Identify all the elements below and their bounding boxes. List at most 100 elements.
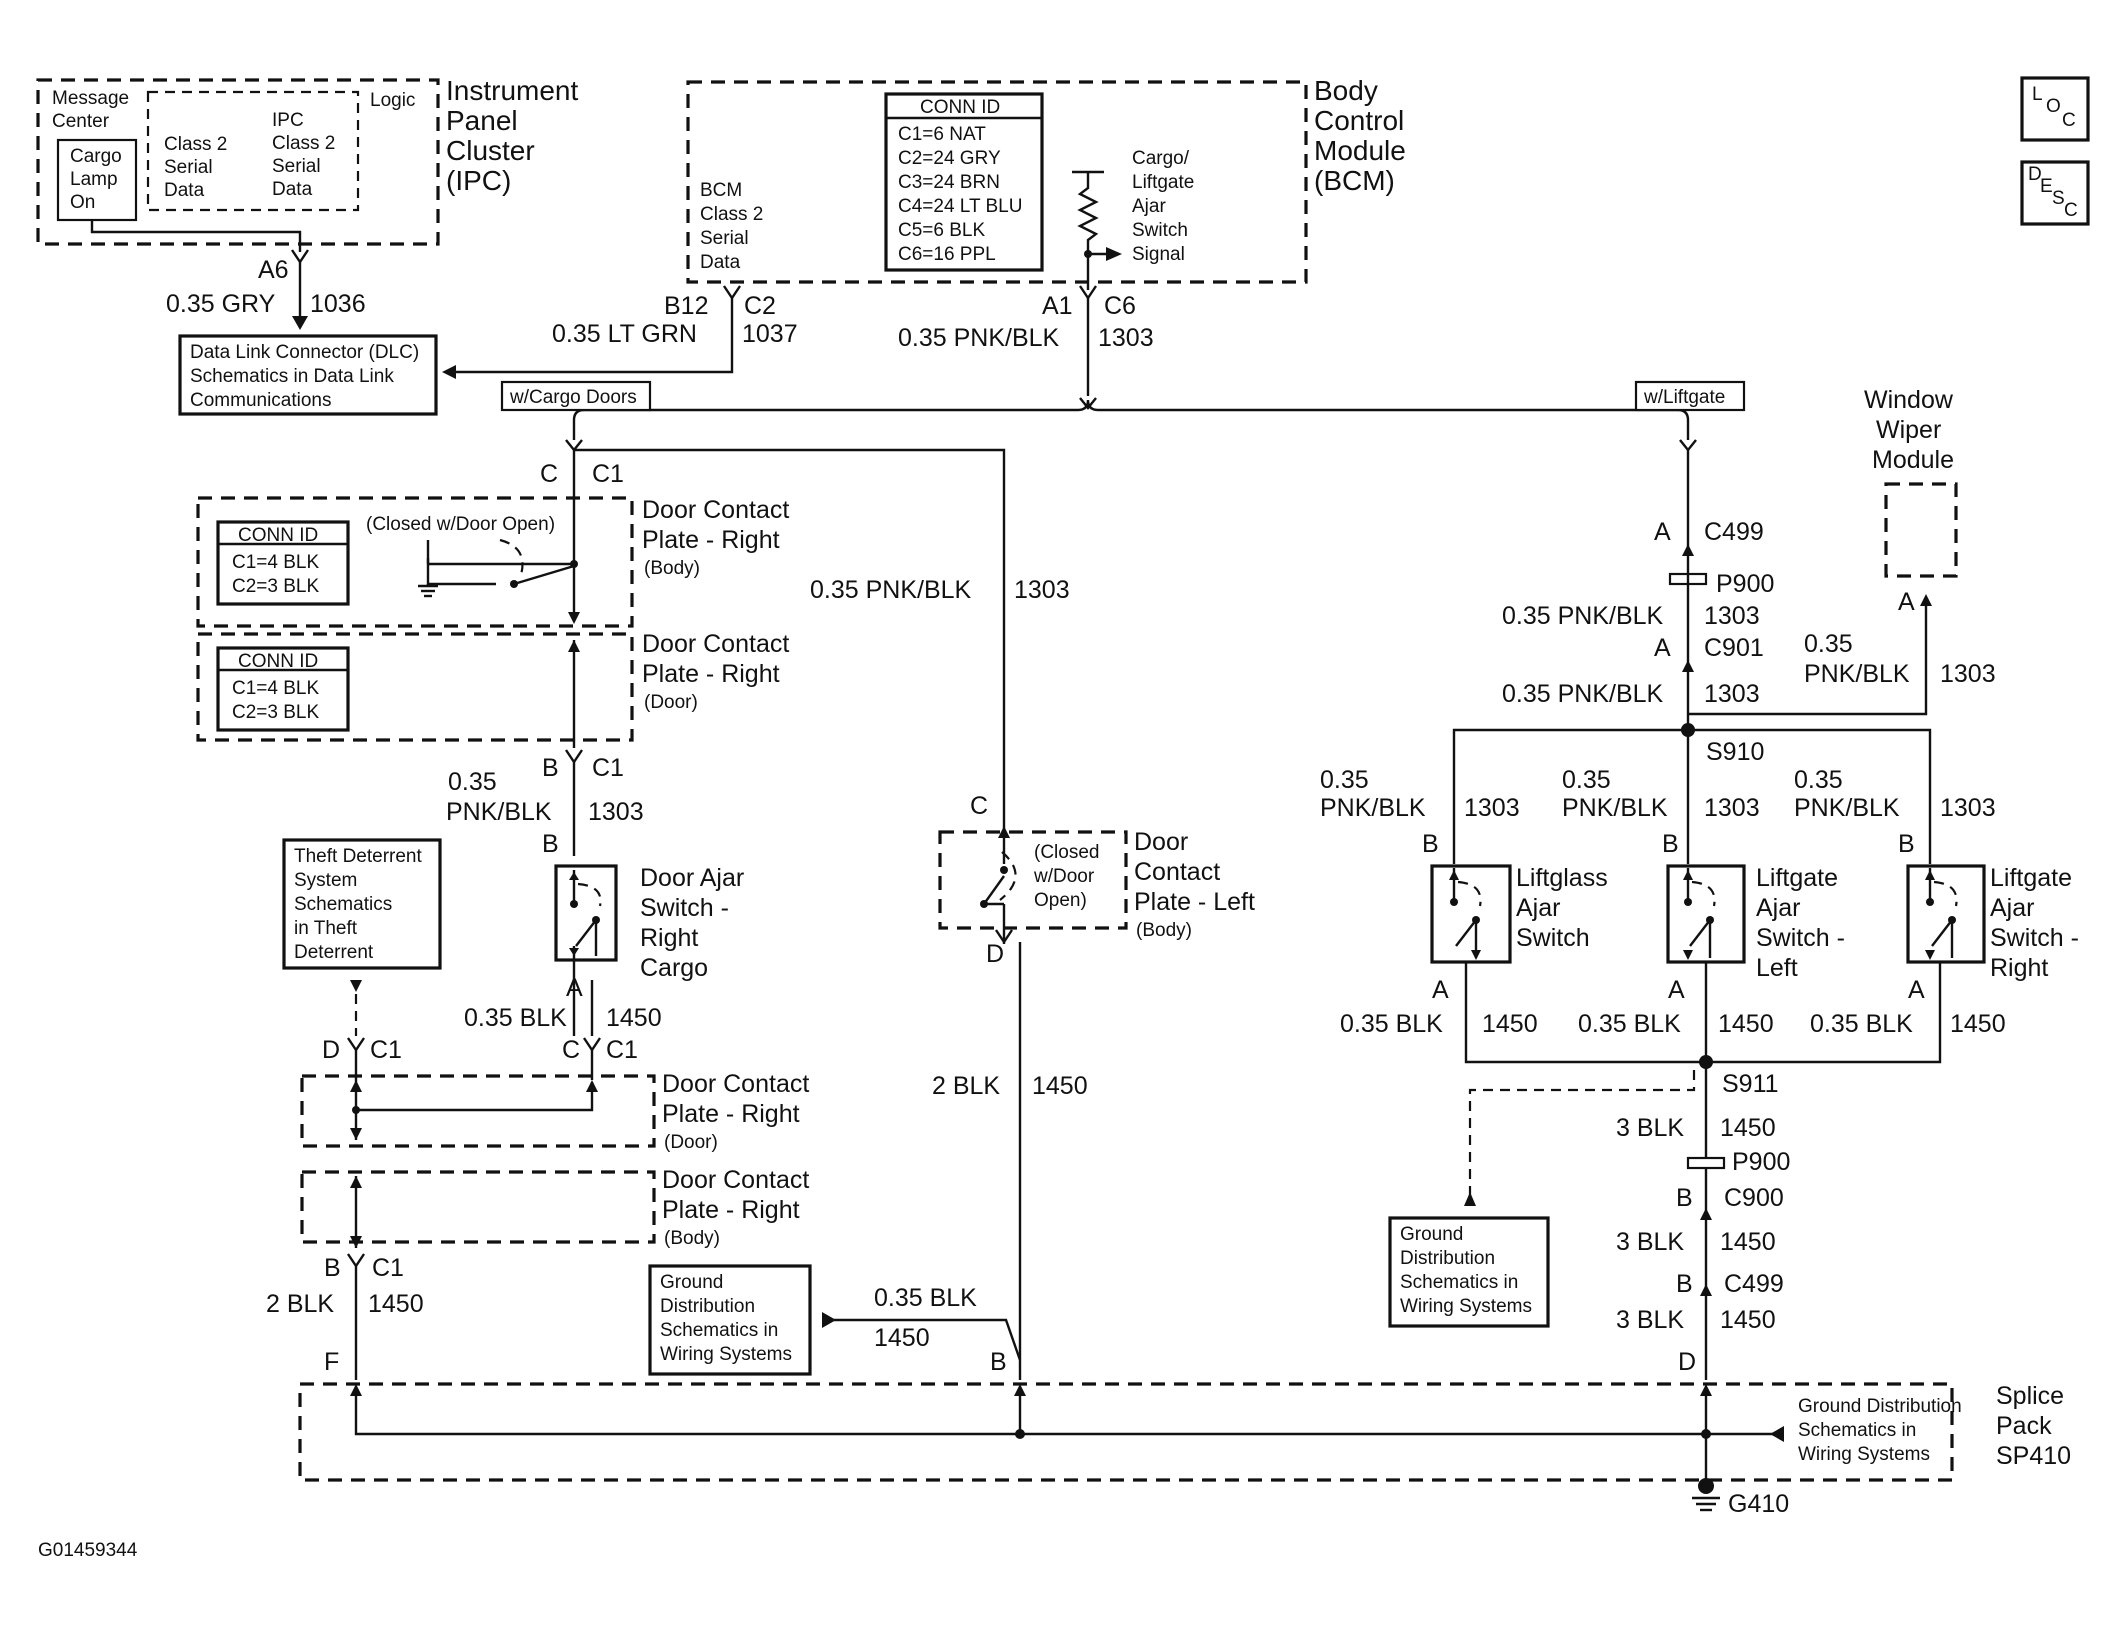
liftgate-branch: A C499 P900 0.35 PNK/BLK 1303 A C901 0.3… [1320,386,2079,1380]
loc-icon-l: L [2032,84,2043,105]
bcm-title-3: Module [1314,135,1406,166]
arrow-down-icon [350,980,362,992]
door-contact-left-branch: 0.35 PNK/BLK 1303 C (Closed w/Door Open)… [574,448,1255,1380]
dcp-left-note-2: w/Door [1033,866,1095,887]
desc-icon-e: E [2040,176,2053,197]
pin-a: A [1654,634,1671,662]
liftgate-left-switch-title-2: Ajar [1756,894,1800,922]
switch-actuator [1457,880,1482,907]
pin-b: B [1676,1184,1693,1212]
wire-color-blk: 0.35 BLK [1340,1010,1443,1038]
pin-b: B [1676,1270,1693,1298]
dcp-door-title-3: (Door) [644,692,698,713]
option-cargo-doors-label: w/Cargo Doors [509,387,637,408]
dcp-body-conn-title: CONN ID [238,525,318,546]
bcm-dlc-circuit: B12 C2 0.35 LT GRN 1037 [442,285,798,379]
wire-color-pnk-blk: 0.35 [1562,766,1611,794]
liftglass-ajar-switch: Liftglass Ajar Switch [1430,864,1608,964]
arrow-up-icon [350,1080,362,1092]
splice-bus [354,1396,1706,1436]
dcp-lower-door-title-2: Plate - Right [662,1100,800,1128]
dcp-door-conn-title: CONN ID [238,651,318,672]
dcp-body-note: (Closed w/Door Open) [366,514,555,535]
dcp-body-title: Door Contact [642,496,789,524]
liftglass-switch-title: Liftglass [1516,864,1608,892]
liftgate-ajar-switch-right: Liftgate Ajar Switch - Right [1906,864,2079,982]
desc-icon-d: D [2028,164,2042,185]
dcp-body-title-2: Plate - Right [642,526,780,554]
dcp-left-title-3: Plate - Left [1134,888,1255,916]
theft-label: Theft Deterrent [294,846,422,867]
class2-left-label-3: Data [164,180,205,201]
bcm-serial-label-4: Data [700,252,741,273]
dcp-body-actuator [499,538,524,579]
conn-c1: C1 [592,754,624,782]
pin-a1: A1 [1042,292,1073,320]
dcp-body-switch-blade [513,564,575,586]
option-cargo-doors [500,380,652,412]
pin-c: C [562,1036,580,1064]
conn-c6: C6 [1104,292,1136,320]
switch-contact [1926,898,1934,906]
dcp-lower-body-boundary [300,1170,656,1244]
wire-color-pnk-blk: 0.35 PNK/BLK [810,576,972,604]
bcm-conn-row: C5=6 BLK [898,220,985,241]
liftgate-right-switch-title-4: Right [1990,954,2048,982]
cargo-doors-right-branch: C C1 CONN ID C1=4 BLK C2=3 BLK (Closed w… [196,420,1022,1380]
loc-icon-frame[interactable] [2020,76,2090,142]
liftglass-switch-title-2: Ajar [1516,894,1560,922]
switch-blade [1689,919,1711,947]
theft-label-2: System [294,870,357,891]
message-center-label: Message [52,88,129,109]
splice-s911-label: S911 [1722,1070,1779,1098]
ground-ref-label-2: Distribution [1400,1248,1495,1269]
liftgate-left-switch-title-4: Left [1756,954,1798,982]
wire-color-blk: 3 BLK [1616,1228,1684,1256]
wire-color-blk: 2 BLK [932,1072,1000,1100]
circuit-1303: 1303 [1704,602,1760,630]
arrow-up-icon [1700,1208,1712,1220]
switch-blade [575,919,597,947]
ground-ref-link [1468,1070,1696,1196]
logic-label: Logic [370,90,415,111]
dcp-door-title: Door Contact [642,630,789,658]
ground-distribution-reference-right [1388,1216,1550,1328]
conn-c2: C2 [744,292,776,320]
cargo-lamp-label-2: Lamp [70,169,118,190]
pin-c: C [970,792,988,820]
desc-icon-s: S [2052,188,2065,209]
arrow-up-icon [350,1384,362,1396]
bcm-conn-id-title: CONN ID [920,97,1000,118]
liftgate-left-switch-title: Liftgate [1756,864,1838,892]
pin-b: B [1898,830,1915,858]
ground-g410 [1698,1478,1714,1494]
loc-icon-o: O [2046,96,2061,117]
arrow-up-icon [1464,1192,1476,1206]
desc-icon-frame[interactable] [2020,160,2090,226]
arrow-up-icon [350,1176,362,1188]
loc-icon[interactable]: L O C [2020,76,2090,142]
connector-c2 [723,285,741,301]
pin-a: A [1908,976,1925,1004]
arrow-down-icon [350,1128,362,1140]
connector-c1-c [583,1037,601,1053]
liftgate-right-switch-title-3: Switch - [1990,924,2079,952]
message-center-label-2: Center [52,111,110,132]
arrow-up-icon [586,1080,598,1092]
circuit-1450: 1450 [606,1004,662,1032]
body-control-module: CONN ID C1=6 NAT C2=24 GRY C3=24 BRN C4=… [686,75,1406,290]
switch-blade [1455,919,1477,947]
wire-color-blk: 0.35 BLK [874,1284,977,1312]
switch-contact [1450,898,1458,906]
wire-1303-wiper [1688,606,1928,716]
ipc-internal-wire [90,220,302,252]
dcp-left-contact [1000,866,1008,874]
circuit-1303: 1303 [1940,794,1996,822]
figure-id: G01459344 [38,1540,138,1561]
conn-c1: C1 [592,460,624,488]
bcm-signal-label-2: Liftgate [1132,172,1194,193]
wire-color-pnk-blk: 0.35 [1794,766,1843,794]
connector-c1-e [347,1253,365,1269]
desc-icon[interactable]: D E S C [2020,160,2090,226]
conn-p900: P900 [1732,1148,1790,1176]
